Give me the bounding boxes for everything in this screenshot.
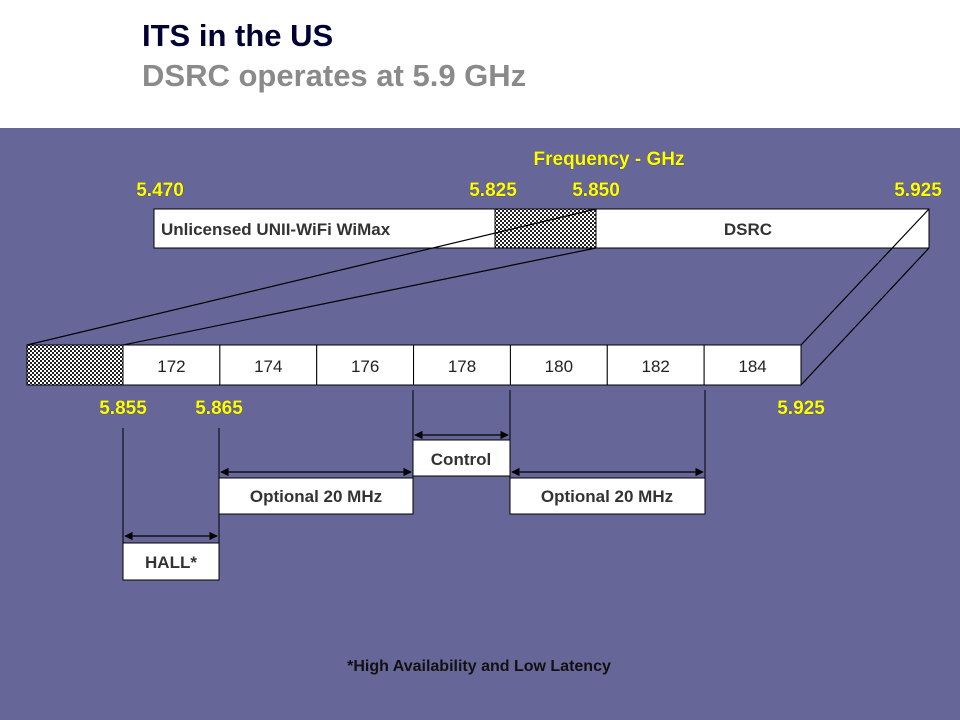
zoom-line-right-lower (800, 247, 930, 386)
guard-band-channels (26, 344, 124, 386)
freq-label-5925-top: 5.925 (894, 180, 942, 201)
freq-label-5850: 5.850 (572, 180, 620, 201)
channel-cell-182 (606, 344, 705, 386)
optional-left-label: Optional 20 MHz (250, 487, 382, 506)
dsrc-band-label: DSRC (724, 220, 772, 239)
channel-cell-184 (703, 344, 802, 386)
guard-band-top (494, 208, 597, 249)
frequency-axis-title: Frequency - GHz (534, 149, 685, 170)
freq-label-5825: 5.825 (469, 180, 517, 201)
zoom-line-right-upper (800, 208, 930, 346)
unlicensed-band-box (153, 208, 496, 249)
slide-header: ITS in the US DSRC operates at 5.9 GHz (0, 0, 960, 128)
hall-label: HALL* (145, 553, 197, 572)
freq-label-5865: 5.865 (195, 398, 243, 419)
slide-title: ITS in the US (142, 18, 334, 53)
optional-right-box (509, 477, 706, 515)
channel-label-184: 184 (738, 357, 766, 376)
channel-label-172: 172 (157, 357, 185, 376)
optional-right-label: Optional 20 MHz (541, 487, 673, 506)
slide-subtitle: DSRC operates at 5.9 GHz (142, 58, 527, 93)
hall-box (122, 542, 220, 581)
freq-label-5855: 5.855 (99, 398, 147, 419)
dsrc-band-box (595, 208, 930, 249)
channel-label-176: 176 (351, 357, 379, 376)
zoom-line-left-outer (26, 208, 597, 346)
channel-cell-178 (413, 344, 511, 386)
channel-cell-180 (509, 344, 608, 386)
freq-label-5925-bottom: 5.925 (777, 398, 825, 419)
channel-label-178: 178 (448, 357, 476, 376)
channel-label-182: 182 (642, 357, 670, 376)
zoom-line-left-inner (122, 247, 597, 346)
control-label: Control (431, 450, 491, 469)
channel-label-180: 180 (545, 357, 573, 376)
freq-label-5470: 5.470 (136, 180, 184, 201)
unlicensed-band-label: Unlicensed UNII-WiFi WiMax (161, 220, 391, 239)
optional-left-box (218, 477, 414, 515)
channel-cell-172 (122, 344, 221, 386)
channel-strip: 172 174 176 178 180 182 184 (122, 344, 802, 386)
footnote: *High Availability and Low Latency (347, 658, 611, 675)
control-box (412, 439, 511, 477)
channel-label-174: 174 (254, 357, 282, 376)
